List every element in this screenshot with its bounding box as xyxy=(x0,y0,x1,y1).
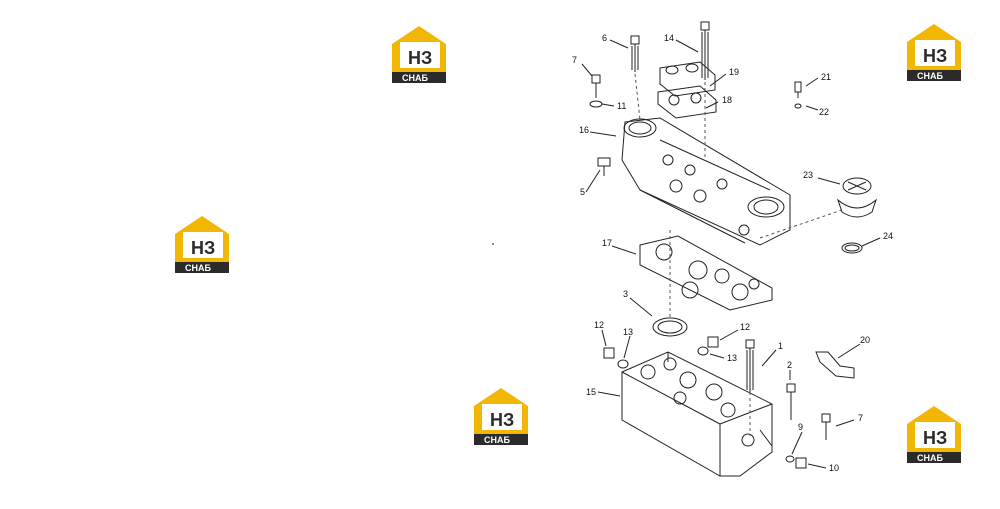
bolt-part-7-top xyxy=(591,74,601,98)
callout-number: 12 xyxy=(740,322,751,332)
o-ring-part-13-left xyxy=(617,359,629,369)
gasket-part-17 xyxy=(639,235,773,311)
callout-number: 9 xyxy=(798,422,804,432)
washer-part-9 xyxy=(785,455,795,463)
callout-number: 1 xyxy=(778,341,784,351)
logo-word: СНАБ xyxy=(402,73,428,83)
callout-number: 21 xyxy=(821,72,832,82)
watermark-logo: НЗ СНАБ xyxy=(470,384,532,446)
logo-mark: НЗ xyxy=(408,48,432,68)
fitting-part-21 xyxy=(794,81,802,98)
callout-number: 14 xyxy=(664,33,675,43)
callout-number: 10 xyxy=(829,463,840,473)
gasket-part-18 xyxy=(657,85,717,119)
callout-number: 7 xyxy=(572,55,578,65)
watermark-logo: НЗ СНАБ xyxy=(171,212,233,274)
callout-number: 6 xyxy=(602,33,608,43)
washer-part-11 xyxy=(589,100,603,108)
callout-number: 11 xyxy=(617,101,627,111)
housing-block-part-15 xyxy=(621,351,773,477)
seal-ring-part-3 xyxy=(652,317,688,337)
logo-word: СНАБ xyxy=(917,453,943,463)
callout-number: 15 xyxy=(586,387,597,397)
washer-part-22 xyxy=(794,103,802,109)
plug-part-10 xyxy=(795,457,807,469)
callout-number: 7 xyxy=(858,413,864,423)
bolt-part-14 xyxy=(700,21,710,80)
callout-number: 22 xyxy=(819,107,830,117)
logo-word: СНАБ xyxy=(185,263,211,273)
logo-mark: НЗ xyxy=(923,46,947,66)
callout-number: 13 xyxy=(727,353,738,363)
callout-number: 16 xyxy=(579,125,590,135)
logo-mark: НЗ xyxy=(923,428,947,448)
callout-number: 5 xyxy=(580,187,586,197)
logo-mark: НЗ xyxy=(490,410,514,430)
callout-number: 23 xyxy=(803,170,814,180)
watermark-logo: НЗ СНАБ xyxy=(388,22,450,84)
logo-mark: НЗ xyxy=(191,238,215,258)
watermark-logo: НЗ СНАБ xyxy=(903,20,965,82)
watermark-logo: НЗ СНАБ xyxy=(903,402,965,464)
callout-number: 2 xyxy=(787,360,793,370)
logo-word: СНАБ xyxy=(917,71,943,81)
fitting-part-5 xyxy=(597,157,611,176)
callout-number: 24 xyxy=(883,231,894,241)
plug-part-12-right xyxy=(707,336,719,348)
plug-part-12-left xyxy=(603,347,615,359)
thermostat-part-23 xyxy=(836,177,878,218)
bolt-part-1 xyxy=(745,339,755,392)
callout-number: 3 xyxy=(623,289,629,299)
bolt-part-6 xyxy=(630,35,640,72)
callout-number: 19 xyxy=(729,67,740,77)
callout-number: 17 xyxy=(602,238,613,248)
callout-number: 20 xyxy=(860,335,871,345)
logo-word: СНАБ xyxy=(484,435,510,445)
manifold-part-16 xyxy=(621,117,791,246)
bracket-part-20 xyxy=(815,351,855,379)
seal-part-24 xyxy=(841,242,863,254)
o-ring-part-13-right xyxy=(697,346,709,356)
callout-number: 18 xyxy=(722,95,733,105)
bolt-part-7-bottom xyxy=(821,413,831,440)
callout-number: 12 xyxy=(594,320,605,330)
outlet-housing-part-19 xyxy=(659,61,716,97)
bolt-part-2 xyxy=(786,383,796,420)
callout-number: 13 xyxy=(623,327,634,337)
